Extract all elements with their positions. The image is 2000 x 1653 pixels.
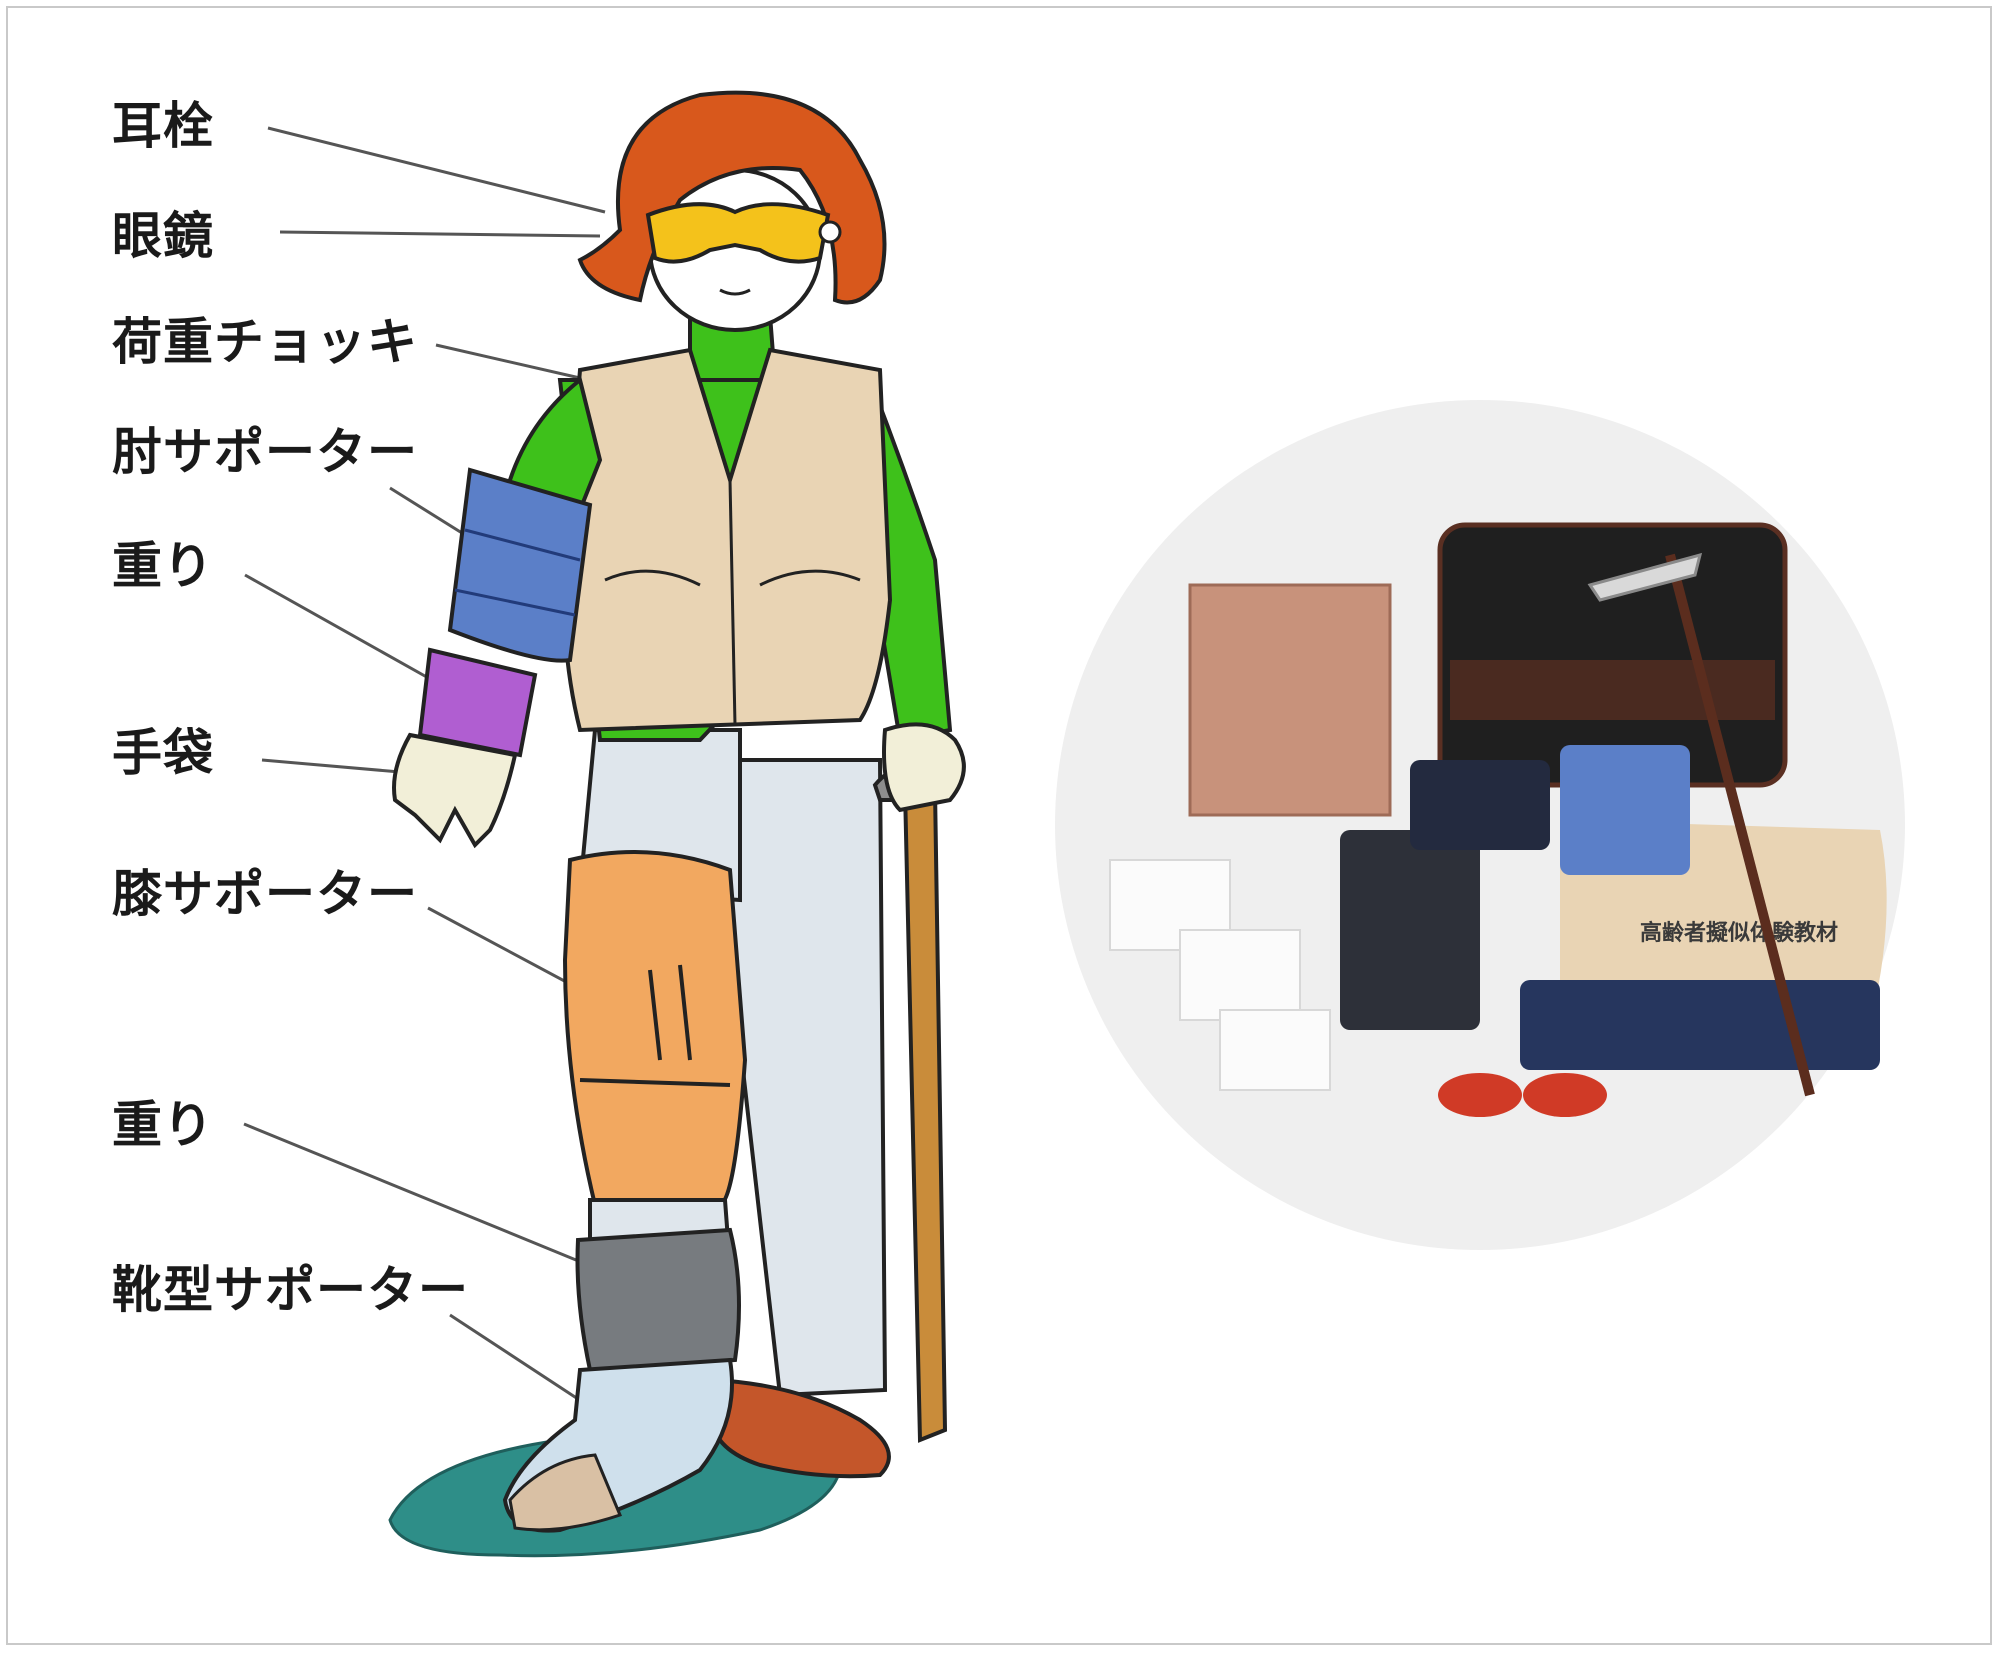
leader-vest (435, 343, 581, 380)
leader-earplug (267, 126, 606, 214)
knee-supporter-seam (579, 1078, 731, 1087)
leader-glasses (279, 230, 601, 238)
label-glasses: 眼鏡 (112, 207, 214, 265)
photo-board (1188, 583, 1392, 817)
callout-lines (243, 126, 629, 1422)
photo-vest-print: 高齢者擬似体験教材 (1640, 920, 1838, 946)
elbow-supporter-bands (454, 528, 581, 617)
label-earplug: 耳栓 (112, 97, 214, 155)
photo-cane-handle (1587, 552, 1703, 602)
photo-elbow-pad (1560, 745, 1690, 875)
photo-supporter-grey (1340, 830, 1480, 1030)
glove-right (882, 722, 966, 813)
elbow-supporter (447, 467, 593, 663)
photo-card-2 (1179, 929, 1301, 1021)
knee-supporter-strap (648, 964, 692, 1061)
leader-gloves (261, 758, 401, 774)
photo-glasses-right (1523, 1073, 1607, 1117)
label-weight-arm: 重り (112, 537, 214, 595)
glove-left (392, 732, 518, 849)
shoe-supporter-toe (508, 1453, 623, 1532)
leader-elbow (389, 486, 471, 540)
mouth (719, 288, 751, 296)
photo-cane (1665, 553, 1815, 1097)
vest-zipper (728, 479, 737, 726)
image-frame (6, 6, 1992, 1645)
photo-glasses-left (1438, 1073, 1522, 1117)
label-knee-supporter: 膝サポーター (112, 865, 418, 923)
earplug (818, 220, 842, 244)
wrist-weight (417, 647, 538, 758)
vest-pockets (604, 569, 861, 587)
kit-photo: 高齢者擬似体験教材 (1055, 400, 1905, 1250)
photo-card-3 (1219, 1009, 1331, 1091)
photo-bag-band (1450, 660, 1775, 720)
leader-weight-arm (244, 573, 433, 682)
walking-cane (902, 788, 948, 1443)
label-weight-leg: 重り (112, 1096, 214, 1154)
leader-weight-leg (243, 1122, 577, 1262)
photo-weight-belt (1520, 980, 1880, 1070)
right-shoe (709, 1377, 891, 1479)
ankle-weight (575, 1227, 741, 1373)
label-weighted-vest: 荷重チョッキ (112, 313, 418, 371)
photo-supporter-black (1410, 760, 1550, 850)
hair (577, 90, 887, 305)
label-elbow-supporter: 肘サポーター (112, 423, 418, 481)
label-gloves: 手袋 (112, 724, 214, 782)
label-shoe-supporter: 靴型サポーター (112, 1261, 469, 1319)
